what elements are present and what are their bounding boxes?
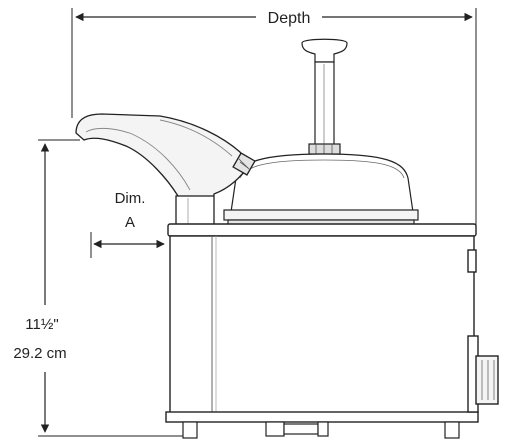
- height-imperial-label: 11½": [25, 316, 58, 333]
- cabinet-feet: [182, 421, 460, 439]
- foot-right: [444, 421, 460, 439]
- thumbscrew-icon: [232, 152, 256, 176]
- plunger-knob-icon: [301, 38, 348, 63]
- pump-plunger: [301, 38, 348, 155]
- depth-label: Depth: [268, 10, 311, 27]
- height-dimension: 11½" 29.2 cm: [13, 139, 190, 437]
- cabinet-bottom-rim: [165, 411, 479, 423]
- lid-dome: [230, 153, 414, 213]
- dispenser-spout: [75, 113, 256, 229]
- dome-lid: [223, 153, 419, 227]
- drain-fitting-right: [317, 421, 329, 437]
- spout-arm: [75, 113, 249, 213]
- dim-a-label-line2: A: [125, 214, 135, 231]
- drain-fitting-left: [265, 421, 285, 437]
- dim-a-dimension: Dim. A: [90, 190, 165, 258]
- depth-dimension: Depth: [71, 8, 477, 228]
- spout-neck: [175, 195, 215, 229]
- plunger-collar: [308, 143, 341, 155]
- control-switch-icon: [475, 355, 499, 405]
- cabinet-top-rim: [167, 223, 477, 237]
- dim-a-label-line1: Dim.: [115, 190, 146, 207]
- lid-rim: [223, 209, 419, 221]
- height-metric-label: 29.2 cm: [13, 345, 66, 362]
- cabinet-box: [169, 235, 475, 415]
- foot-left: [182, 421, 198, 439]
- cabinet-body: [165, 223, 499, 423]
- drain-fitting-mid: [283, 423, 319, 435]
- right-side-tab: [467, 249, 477, 273]
